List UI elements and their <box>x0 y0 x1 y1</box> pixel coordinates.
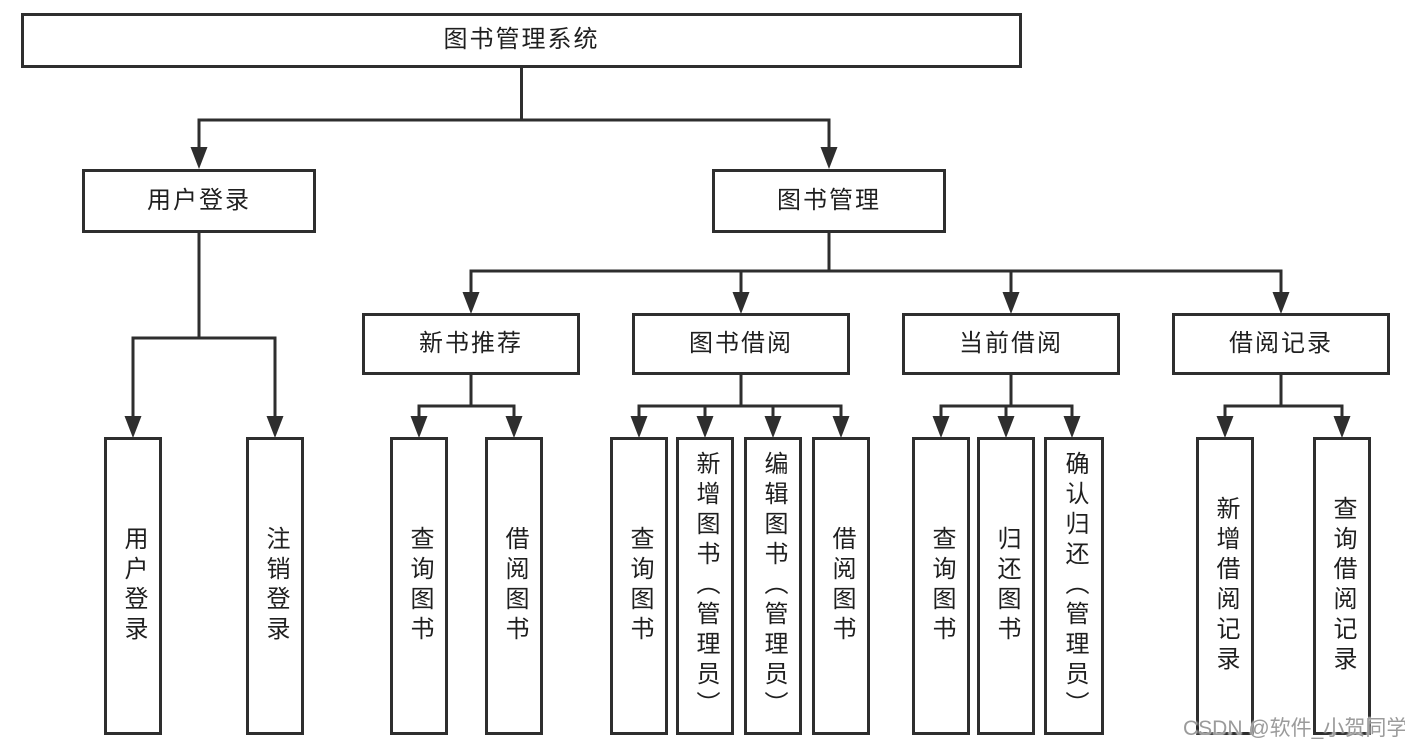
leaf-logout: 注销登录 <box>246 437 304 735</box>
leaf-user-login-label: 用户登录 <box>120 526 147 646</box>
node-book-borrowing-label: 图书借阅 <box>689 329 793 357</box>
arrowheads <box>124 147 1351 438</box>
node-borrowing-records: 借阅记录 <box>1172 313 1390 375</box>
node-user-login: 用户登录 <box>82 169 316 233</box>
node-book-management-label: 图书管理 <box>777 186 881 214</box>
leaf-query-books-recommend: 查询图书 <box>390 437 448 735</box>
watermark: CSDN @软件_小贺同学 <box>1183 717 1405 740</box>
leaf-return-books-label: 归还图书 <box>993 526 1020 646</box>
connector-paths <box>131 68 1344 421</box>
node-library-system-label: 图书管理系统 <box>443 26 600 54</box>
leaf-borrow-books-recommend: 借阅图书 <box>485 437 543 735</box>
leaf-add-borrow-record-label: 新增借阅记录 <box>1212 496 1239 676</box>
leaf-query-borrow-record-label: 查询借阅记录 <box>1329 496 1356 676</box>
node-book-borrowing: 图书借阅 <box>632 313 850 375</box>
node-current-borrowing-label: 当前借阅 <box>959 329 1063 357</box>
leaf-user-login: 用户登录 <box>104 437 162 735</box>
leaf-add-books-admin-label: 新增图书（管理员） <box>692 451 719 721</box>
node-new-book-recommendation: 新书推荐 <box>362 313 580 375</box>
leaf-edit-books-admin-label: 编辑图书（管理员） <box>760 451 787 721</box>
leaf-borrow-books: 借阅图书 <box>812 437 870 735</box>
leaf-borrow-books-label: 借阅图书 <box>828 526 855 646</box>
node-current-borrowing: 当前借阅 <box>902 313 1120 375</box>
leaf-query-borrow-record: 查询借阅记录 <box>1313 437 1371 735</box>
node-book-management: 图书管理 <box>712 169 946 233</box>
leaf-query-books-current: 查询图书 <box>912 437 970 735</box>
leaf-add-borrow-record: 新增借阅记录 <box>1196 437 1254 735</box>
leaf-add-books-admin: 新增图书（管理员） <box>676 437 734 735</box>
node-user-login-label: 用户登录 <box>147 186 251 214</box>
leaf-borrow-books-recommend-label: 借阅图书 <box>501 526 528 646</box>
leaf-confirm-return-admin: 确认归还（管理员） <box>1044 437 1104 735</box>
leaf-query-books-borrowing-label: 查询图书 <box>626 526 653 646</box>
node-borrowing-records-label: 借阅记录 <box>1229 329 1333 357</box>
node-new-book-recommendation-label: 新书推荐 <box>419 329 523 357</box>
leaf-query-books-borrowing: 查询图书 <box>610 437 668 735</box>
leaf-logout-label: 注销登录 <box>262 526 289 646</box>
leaf-query-books-recommend-label: 查询图书 <box>406 526 433 646</box>
leaf-edit-books-admin: 编辑图书（管理员） <box>744 437 802 735</box>
node-library-system: 图书管理系统 <box>21 13 1022 68</box>
leaf-confirm-return-admin-label: 确认归还（管理员） <box>1061 451 1088 721</box>
leaf-return-books: 归还图书 <box>977 437 1035 735</box>
leaf-query-books-current-label: 查询图书 <box>928 526 955 646</box>
